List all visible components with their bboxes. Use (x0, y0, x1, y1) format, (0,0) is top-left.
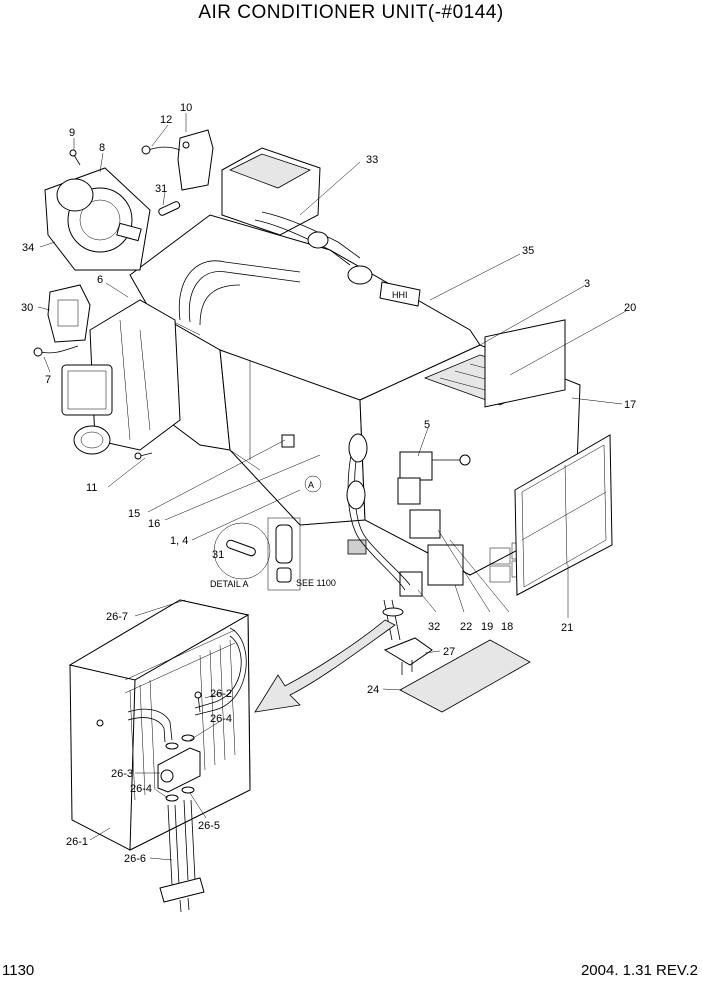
callout-9: 9 (69, 127, 75, 139)
callout-1-4: 1, 4 (170, 535, 188, 547)
actuator-5 (397, 451, 471, 505)
detail-a (213, 475, 322, 580)
callout-16: 16 (148, 518, 160, 530)
detail-arrow (254, 619, 396, 713)
top-inlet-duct (221, 147, 321, 236)
actuator-10 (177, 129, 214, 191)
hhi-tag: HHI (379, 281, 421, 307)
callout-7: 7 (45, 374, 51, 386)
callout-22: 22 (460, 621, 472, 633)
blower-motor-8 (44, 167, 151, 271)
pads (383, 637, 531, 713)
hoses (178, 211, 373, 326)
connector-7 (39, 345, 79, 354)
callout-20: 20 (624, 302, 636, 314)
callout-17: 17 (624, 399, 636, 411)
callout-31-top: 31 (155, 183, 167, 195)
evaporator-fins (124, 629, 236, 801)
page-number: 1130 (2, 962, 35, 979)
bolt-11 (139, 452, 153, 457)
callout-3: 3 (584, 278, 590, 290)
callout-11: 11 (86, 482, 97, 494)
callout-26-5: 26-5 (198, 820, 220, 832)
callout-33: 33 (366, 154, 378, 166)
callout-26-2: 26-2 (210, 688, 232, 700)
callouts: 9 8 10 12 31 33 34 6 30 7 35 3 20 17 5 1… (21, 102, 636, 865)
reference-box (267, 517, 301, 591)
callout-26-6: 26-6 (124, 853, 146, 865)
callout-24: 24 (367, 684, 379, 696)
connector-12 (147, 146, 181, 151)
callout-15: 15 (128, 508, 140, 520)
callout-26-7: 26-7 (106, 611, 128, 623)
detail-a-marker: A (308, 480, 314, 490)
callout-8: 8 (99, 142, 105, 154)
leader-lines (37, 113, 627, 861)
bolt-9 (73, 154, 81, 166)
callout-12: 12 (160, 114, 172, 126)
callout-6: 6 (97, 274, 103, 286)
clip-15 (281, 434, 295, 448)
date-revision: 2004. 1.31 REV.2 (580, 962, 698, 979)
hhi-tag-text: HHI (392, 290, 408, 300)
page-title: AIR CONDITIONER UNIT(-#0144) (198, 2, 504, 23)
callout-26-4b: 26-4 (130, 783, 152, 795)
lower-actuators (347, 509, 464, 597)
evaporator-core (68, 599, 251, 913)
blower-housing (61, 299, 181, 455)
callout-21: 21 (561, 622, 573, 634)
callout-10: 10 (180, 102, 192, 114)
filter-frame (514, 434, 613, 596)
clip-31 (158, 201, 181, 216)
callout-32: 32 (428, 621, 440, 633)
callout-26-1: 26-1 (66, 836, 88, 848)
connector-12-end (141, 145, 151, 155)
callout-27: 27 (443, 646, 455, 658)
callout-30: 30 (21, 302, 33, 314)
lower-pipes (382, 599, 404, 641)
callout-5: 5 (424, 419, 430, 431)
actuator-30 (47, 284, 91, 343)
callout-26-4a: 26-4 (210, 713, 232, 725)
callout-19: 19 (481, 621, 493, 633)
callout-18: 18 (501, 621, 513, 633)
callout-26-3: 26-3 (111, 768, 133, 780)
callout-34: 34 (22, 242, 34, 254)
callout-35: 35 (522, 245, 534, 257)
connector-7-end (33, 347, 43, 357)
wire-harness (346, 433, 411, 591)
detail-a-label: DETAIL A (210, 579, 249, 589)
see-reference: SEE 1100 (296, 578, 336, 588)
detail-a-part: 31 (212, 549, 224, 561)
